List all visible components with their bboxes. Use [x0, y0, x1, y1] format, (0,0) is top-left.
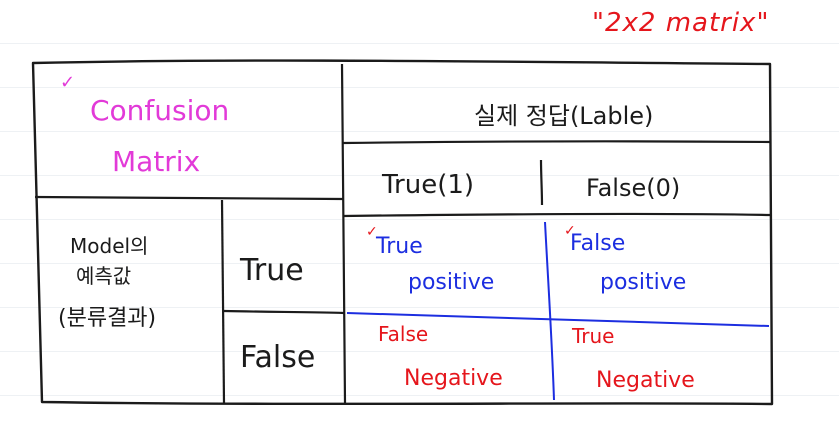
column-header-true: True(1) [382, 170, 475, 200]
inner-matrix-vertical [544, 221, 555, 401]
row-label-false: False [240, 340, 316, 375]
inner-matrix-horizontal [346, 312, 770, 327]
tp-line1: True [376, 234, 423, 259]
row-header-line1: Model의 [70, 234, 149, 258]
column-header-false: False(0) [586, 174, 681, 202]
table-outer-border [31, 59, 774, 406]
corner-check-mark: ✓ [60, 72, 76, 93]
actual-label-header: 실제 정답(Lable) [474, 102, 654, 130]
tp-line2: positive [408, 270, 495, 295]
row-header-line3: (분류결과) [58, 306, 157, 331]
fn-line2: Negative [404, 366, 503, 391]
divider-column-headers [342, 212, 772, 218]
tn-line1: True [572, 324, 615, 348]
divider-actual-label [342, 140, 772, 145]
tn-line2: Negative [596, 368, 695, 393]
divider-row-header [220, 199, 226, 404]
divider-header-columns [539, 159, 544, 206]
corner-title-line2: Matrix [112, 145, 201, 178]
fp-check-mark: ✓ [564, 223, 576, 239]
divider-corner-bottom [34, 195, 344, 201]
row-header-line2: 예측값 [76, 264, 132, 288]
row-label-true: True [240, 253, 304, 288]
fp-line1: False [570, 231, 626, 256]
fn-line1: False [378, 322, 429, 346]
divider-row-values [223, 309, 345, 315]
tp-check-mark: ✓ [366, 224, 378, 240]
corner-title-line1: Confusion [90, 94, 230, 127]
divider-left-column [340, 63, 347, 404]
fp-line2: positive [600, 270, 687, 295]
matrix-size-note: "2x2 matrix" [592, 8, 770, 38]
